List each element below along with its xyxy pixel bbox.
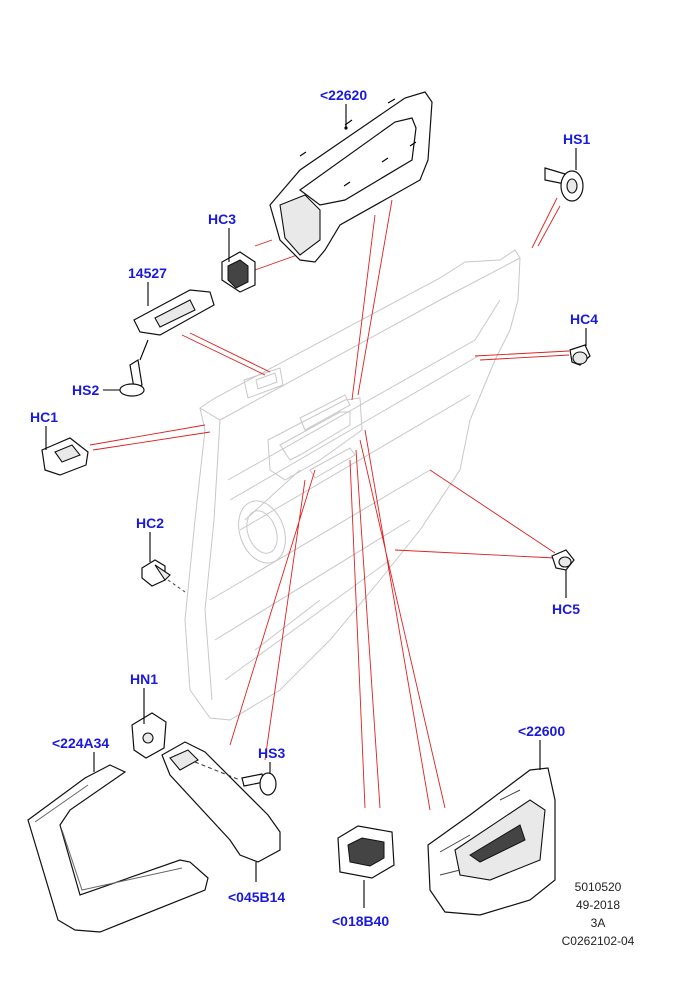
clip-hc3 — [221, 251, 256, 293]
switch-018B40 — [337, 825, 395, 879]
ref-line-4: C0262102-04 — [562, 934, 635, 948]
callout-045B14: <045B14 — [228, 889, 285, 905]
callout-14527: 14527 — [128, 265, 167, 281]
reference-block: 5010520 49-2018 3A C0262102-04 — [562, 880, 635, 948]
ref-line-1: 5010520 — [575, 880, 622, 894]
bezel-frame-22620 — [269, 91, 433, 263]
nut-clip-hn1 — [131, 712, 167, 759]
callout-hc3: HC3 — [208, 211, 236, 227]
switch-bezel-14527 — [133, 289, 215, 336]
clip-hc1 — [41, 437, 89, 476]
callout-hn1: HN1 — [130, 671, 158, 687]
callout-hc2: HC2 — [136, 515, 164, 531]
screw-hs3 — [241, 772, 277, 796]
callout-22620: <22620 — [320, 87, 367, 103]
callout-224A34: <224A34 — [52, 735, 109, 751]
callout-22600: <22600 — [518, 723, 565, 739]
callout-hs1: HS1 — [563, 131, 590, 147]
leader-dot-22620 — [344, 126, 348, 130]
leader-hs2-to-bezel — [139, 339, 149, 361]
grab-handle-trim-224A34 — [27, 764, 209, 933]
callout-hc5: HC5 — [552, 601, 580, 617]
callout-018B40: <018B40 — [332, 913, 389, 929]
callout-hs2: HS2 — [72, 382, 99, 398]
pull-handle-045B14 — [161, 741, 281, 863]
clip-hc2 — [141, 559, 186, 593]
door-trim-panel-outline — [184, 249, 521, 721]
screw-hs1 — [544, 167, 584, 202]
clip-hc5 — [551, 549, 575, 571]
ref-line-3: 3A — [591, 916, 606, 930]
callout-hc1: HC1 — [30, 409, 58, 425]
door-handle-22600 — [427, 767, 556, 916]
ref-line-2: 49-2018 — [576, 898, 620, 912]
callout-hs3: HS3 — [258, 745, 285, 761]
clip-hc4 — [569, 344, 591, 366]
callout-hc4: HC4 — [570, 311, 598, 327]
leader-lines — [89, 197, 570, 811]
screw-hs2 — [119, 359, 145, 397]
